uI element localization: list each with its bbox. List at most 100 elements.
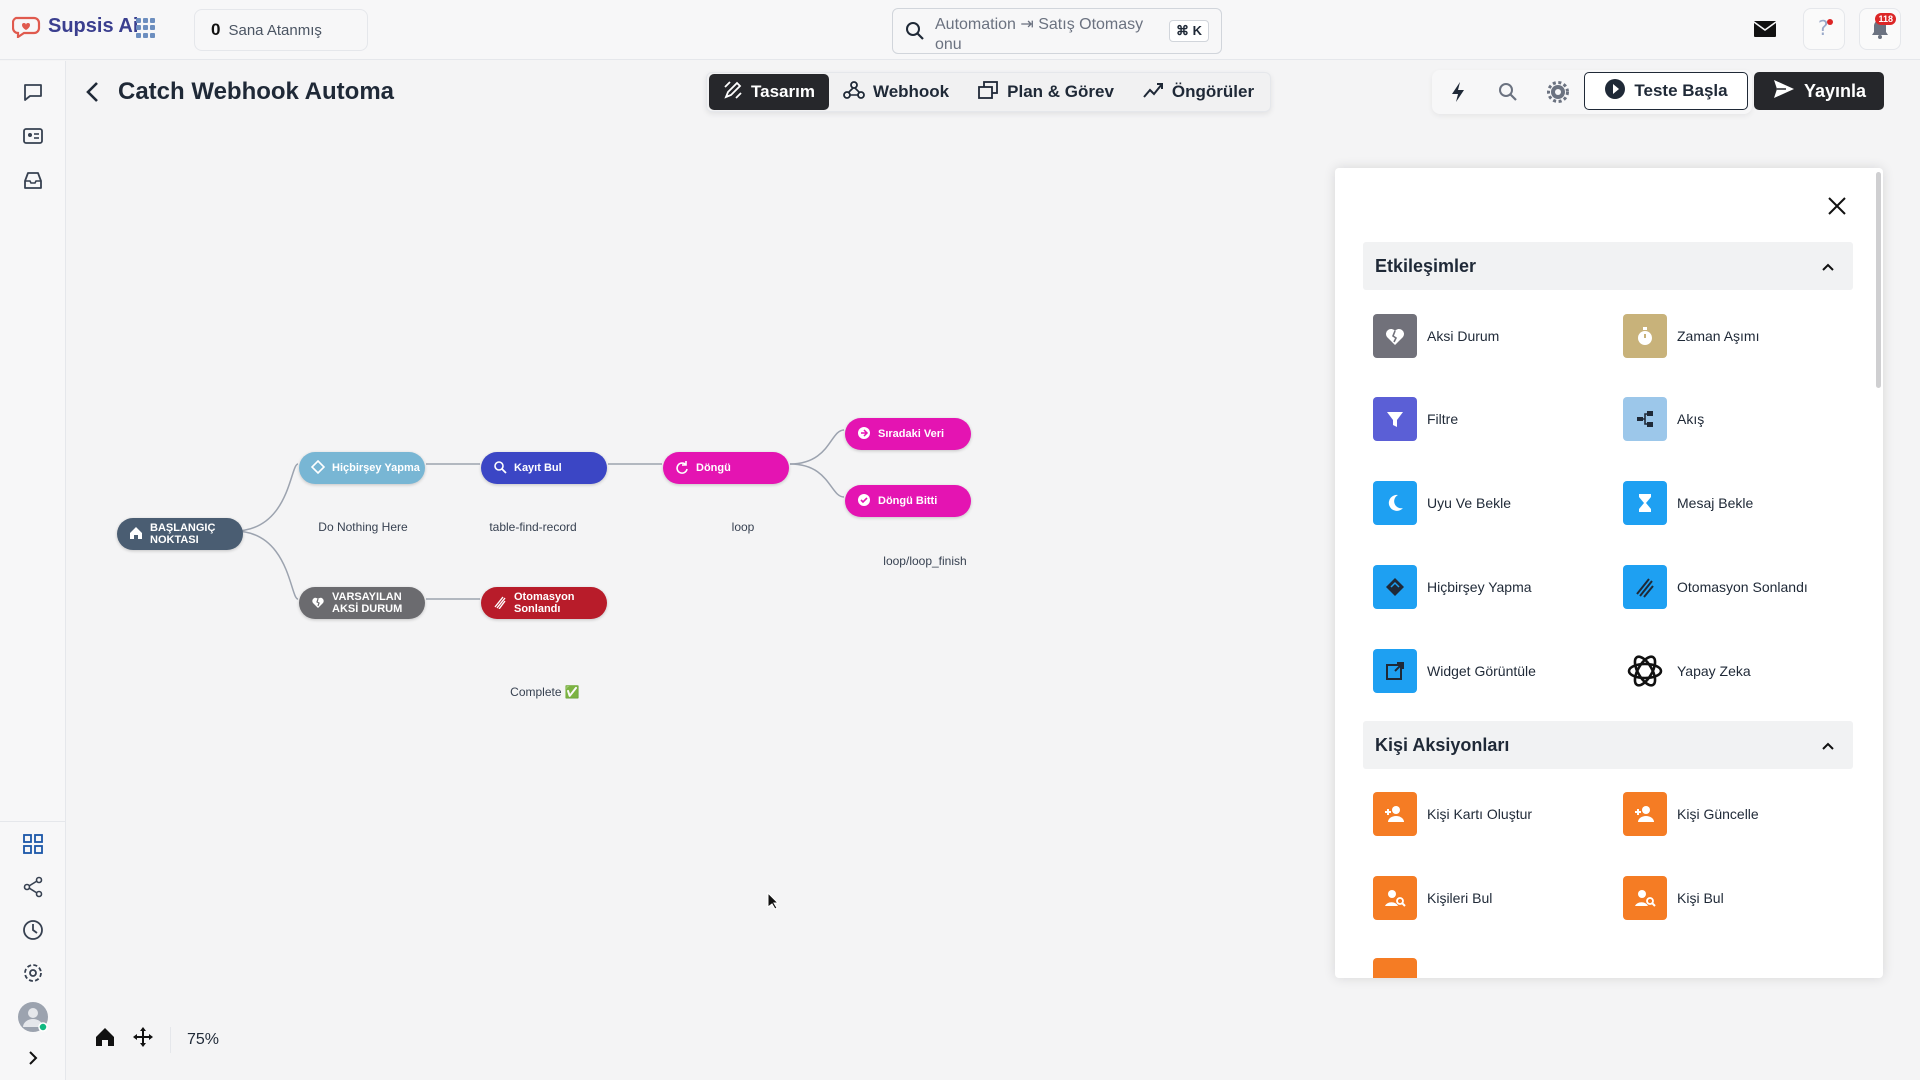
publish-button[interactable]: Yayınla: [1754, 72, 1884, 110]
node-do-nothing[interactable]: Hiçbirşey Yapma: [299, 452, 425, 484]
item-kisileri-bul[interactable]: Kişileri Bul: [1373, 876, 1492, 920]
notifications-icon[interactable]: 118: [1859, 8, 1901, 50]
pan-move-icon[interactable]: [132, 1026, 154, 1053]
canvas-search-icon[interactable]: [1496, 80, 1520, 104]
item-widget-goruntule[interactable]: Widget Görüntüle: [1373, 649, 1536, 693]
item-hicbirsey-yapma[interactable]: Hiçbirşey Yapma: [1373, 565, 1532, 609]
user-icon: [1373, 958, 1417, 978]
node-start[interactable]: BAŞLANGIÇ NOKTASI: [117, 518, 243, 550]
mail-icon[interactable]: [1744, 8, 1786, 50]
label-do-nothing: Do Nothing Here: [318, 520, 408, 534]
insights-icon: [1142, 80, 1164, 105]
moon-icon: [1373, 481, 1417, 525]
zoom-level: 75%: [187, 1030, 220, 1048]
item-kisi-bul[interactable]: Kişi Bul: [1623, 876, 1724, 920]
hourglass-icon: [1623, 481, 1667, 525]
tab-design[interactable]: Tasarım: [709, 74, 829, 110]
zoom-divider: [170, 1026, 171, 1053]
broken-heart-icon: [311, 595, 325, 612]
canvas-controls: 75%: [94, 1026, 219, 1053]
next-icon: [857, 426, 871, 443]
stopwatch-icon: [1623, 314, 1667, 358]
page-title: Catch Webhook Automa: [118, 78, 395, 105]
external-icon: [1373, 649, 1417, 693]
search-icon: [905, 21, 925, 46]
item-yapay-zeka[interactable]: Yapay Zeka: [1623, 649, 1751, 693]
item-kisi-guncelle[interactable]: Kişi Güncelle: [1623, 792, 1759, 836]
search-shortcut: ⌘ K: [1169, 20, 1209, 42]
back-button[interactable]: [84, 80, 102, 109]
search-input[interactable]: Automation ⇥ Satış Otomasy onu: [935, 16, 1144, 53]
dashboard-icon[interactable]: [20, 831, 46, 857]
assigned-count: 0: [211, 20, 221, 39]
openai-icon: [1623, 649, 1667, 693]
supsis-logo-icon: [11, 14, 42, 40]
tab-insights[interactable]: Öngörüler: [1128, 74, 1268, 110]
webhook-icon: [843, 80, 865, 105]
chat-icon[interactable]: [20, 79, 46, 105]
plan-icon: [977, 80, 999, 105]
node-next-data[interactable]: Sıradaki Veri: [845, 418, 971, 450]
home-icon: [129, 526, 143, 543]
help-icon[interactable]: ?: [1803, 8, 1845, 50]
node-find-record[interactable]: Kayıt Bul: [481, 452, 607, 484]
node-loop[interactable]: Döngü: [663, 452, 789, 484]
flow-icon: [1623, 397, 1667, 441]
brand-name: Supsis Ai: [48, 14, 139, 37]
item-aksi-durum[interactable]: Aksi Durum: [1373, 314, 1499, 358]
item-kisi-karti-olustur[interactable]: Kişi Kartı Oluştur: [1373, 792, 1532, 836]
section-interactions[interactable]: Etkileşimler: [1363, 242, 1853, 290]
users-search-icon: [1373, 876, 1417, 920]
share-icon[interactable]: [20, 874, 46, 900]
user-edit-icon: [1623, 792, 1667, 836]
send-icon: [1772, 78, 1796, 105]
item-akis[interactable]: Akış: [1623, 397, 1704, 441]
user-search-icon: [1623, 876, 1667, 920]
section-contact-actions[interactable]: Kişi Aksiyonları: [1363, 721, 1853, 769]
settings-icon[interactable]: [20, 960, 46, 986]
chevron-up-icon: [1821, 258, 1835, 279]
label-complete: Complete ✅: [510, 685, 580, 699]
diamond-icon: [310, 459, 326, 477]
start-test-button[interactable]: Teste Başla: [1584, 72, 1748, 110]
item-filtre[interactable]: Filtre: [1373, 397, 1458, 441]
node-automation-end[interactable]: Otomasyon Sonlandı: [481, 587, 607, 619]
wave-icon: [493, 595, 507, 612]
user-plus-icon: [1373, 792, 1417, 836]
item-otomasyon-sonlandi[interactable]: Otomasyon Sonlandı: [1623, 565, 1808, 609]
notifications-badge: 118: [1875, 13, 1896, 25]
node-default-reaction[interactable]: VARSAYILAN AKSİ DURUM: [299, 587, 425, 619]
mouse-cursor: [767, 891, 780, 915]
left-sidebar: [0, 61, 66, 1080]
avatar[interactable]: [17, 1001, 49, 1033]
broken-heart-icon: [1373, 314, 1417, 358]
brand[interactable]: Supsis Ai: [11, 14, 139, 40]
apps-grid-icon[interactable]: [136, 18, 156, 38]
lightning-icon[interactable]: [1446, 80, 1470, 104]
contacts-icon[interactable]: [20, 123, 46, 149]
item-mesaj-bekle[interactable]: Mesaj Bekle: [1623, 481, 1753, 525]
loop-icon: [675, 460, 689, 477]
node-loop-done[interactable]: Döngü Bitti: [845, 485, 971, 517]
gear-icon[interactable]: [1546, 80, 1570, 104]
item-partial-next[interactable]: [1373, 958, 1417, 978]
flow-canvas[interactable]: Do Nothing Here table-find-record loop l…: [67, 120, 1920, 1080]
fit-home-icon[interactable]: [94, 1026, 116, 1053]
expand-sidebar-icon[interactable]: [20, 1045, 46, 1071]
item-uyu-ve-bekle[interactable]: Uyu Ve Bekle: [1373, 481, 1511, 525]
wave-icon: [1623, 565, 1667, 609]
global-search[interactable]: Automation ⇥ Satış Otomasy onu ⌘ K: [892, 8, 1222, 54]
panel-scrollbar[interactable]: [1876, 172, 1881, 388]
tab-plan[interactable]: Plan & Görev: [963, 74, 1128, 110]
check-icon: [857, 493, 871, 510]
editor-tabs: Tasarım Webhook Plan & Görev Öngörüler: [706, 72, 1272, 112]
item-zaman-asimi[interactable]: Zaman Aşımı: [1623, 314, 1759, 358]
tab-webhook[interactable]: Webhook: [829, 74, 963, 110]
design-icon: [723, 80, 743, 105]
reports-icon[interactable]: [20, 917, 46, 943]
assigned-to-me-button[interactable]: 0 Sana Atanmış: [194, 9, 368, 51]
chevron-up-icon: [1821, 737, 1835, 758]
search-icon: [493, 460, 507, 477]
inbox-icon[interactable]: [20, 167, 46, 193]
close-icon[interactable]: [1827, 196, 1847, 221]
